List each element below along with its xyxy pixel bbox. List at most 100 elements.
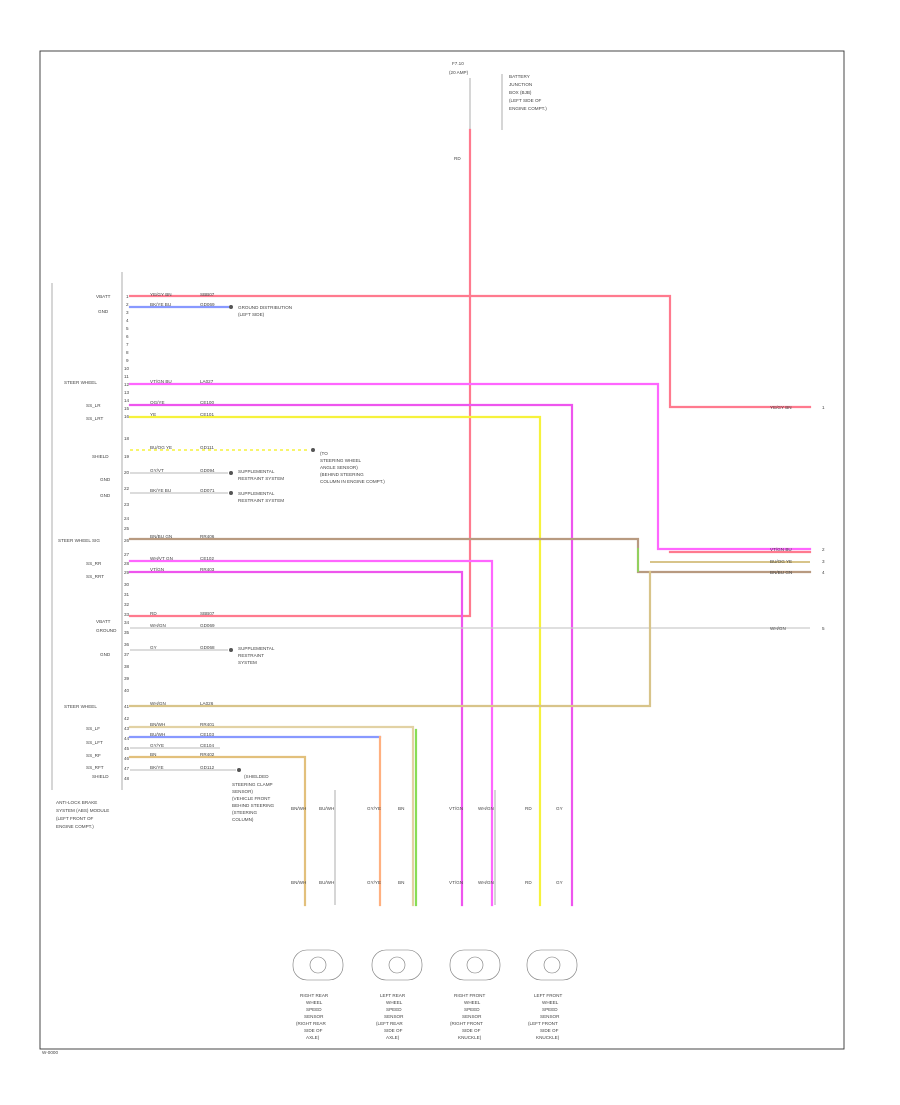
svg-text:SYSTEM: SYSTEM — [238, 660, 257, 665]
svg-text:BK/YE BU: BK/YE BU — [150, 488, 171, 493]
svg-text:GND: GND — [100, 477, 111, 482]
svg-text:41: 41 — [124, 704, 130, 709]
svg-text:24: 24 — [124, 516, 130, 521]
svg-text:KNUCKLE): KNUCKLE) — [536, 1035, 560, 1040]
svg-text:SS_LFT: SS_LFT — [86, 740, 103, 745]
note-bottom: (SHIELDED STEERING CLAMP SENSOR) (VEHICL… — [232, 774, 275, 822]
wire-tan-steer — [128, 570, 652, 708]
fuse-label: (20 AMP) — [449, 70, 469, 75]
svg-text:SBB07: SBB07 — [200, 611, 215, 616]
svg-text:SUPPLEMENTAL: SUPPLEMENTAL — [238, 469, 275, 474]
svg-text:9: 9 — [126, 358, 129, 363]
footer-code: W-0000 — [42, 1050, 58, 1055]
svg-text:CE101: CE101 — [200, 412, 214, 417]
wire-pink-rr — [128, 559, 494, 907]
svg-text:BN/WH: BN/WH — [150, 722, 165, 727]
svg-text:SS_RRT: SS_RRT — [86, 574, 104, 579]
sensor-label-rf: RIGHT FRONT WHEEL SPEED SENSOR (RIGHT FR… — [450, 993, 485, 1040]
svg-text:36: 36 — [124, 642, 130, 647]
svg-text:SIDE OF: SIDE OF — [384, 1028, 403, 1033]
svg-text:3: 3 — [126, 310, 129, 315]
svg-text:GD069: GD069 — [200, 623, 215, 628]
svg-text:VT/GN BU: VT/GN BU — [770, 547, 792, 552]
svg-text:WHEEL: WHEEL — [386, 1000, 403, 1005]
svg-text:1: 1 — [822, 405, 825, 410]
note-ground-a: GROUND DISTRIBUTION (LEFT SIDE) — [238, 305, 292, 317]
svg-text:SPEED: SPEED — [542, 1007, 558, 1012]
svg-text:(RIGHT REAR: (RIGHT REAR — [296, 1021, 326, 1026]
svg-text:14: 14 — [124, 398, 130, 403]
note-ground-b: SUPPLEMENTAL RESTRAINT SYSTEM — [238, 469, 284, 481]
svg-text:GY/YE: GY/YE — [367, 880, 381, 885]
svg-text:BU/WH: BU/WH — [319, 880, 334, 885]
wire-tan-lf — [128, 725, 415, 907]
svg-text:GD094: GD094 — [200, 468, 215, 473]
svg-text:39: 39 — [124, 676, 130, 681]
svg-text:RR406: RR406 — [200, 534, 215, 539]
svg-text:40: 40 — [124, 688, 130, 693]
svg-text:(VEHICLE FRONT: (VEHICLE FRONT — [232, 796, 270, 801]
svg-text:LEFT FRONT: LEFT FRONT — [534, 993, 562, 998]
svg-text:GD111: GD111 — [200, 445, 214, 450]
svg-text:WH/GN: WH/GN — [150, 623, 166, 628]
svg-text:GND: GND — [100, 652, 111, 657]
svg-text:BEHIND STEERING: BEHIND STEERING — [232, 803, 275, 808]
svg-text:STEERING WHEEL: STEERING WHEEL — [320, 458, 362, 463]
svg-text:BK/YE: BK/YE — [150, 765, 164, 770]
svg-text:42: 42 — [124, 716, 130, 721]
svg-text:BU/OG YE: BU/OG YE — [770, 559, 792, 564]
svg-text:(STEERING: (STEERING — [232, 810, 257, 815]
note-ground-c: SUPPLEMENTAL RESTRAINT SYSTEM — [238, 491, 284, 503]
svg-text:ENGINE COMPT.): ENGINE COMPT.) — [56, 824, 94, 829]
sensor-lr — [371, 949, 423, 981]
svg-text:BU/WH: BU/WH — [319, 806, 334, 811]
wire-yellow-lrt — [128, 415, 542, 907]
svg-text:VT/GN: VT/GN — [449, 880, 463, 885]
sensor-label-lf: LEFT FRONT WHEEL SPEED SENSOR (LEFT FRON… — [528, 993, 562, 1040]
wire-red-feed — [128, 128, 472, 618]
ground-b-symbol — [229, 471, 233, 475]
svg-text:RESTRAINT: RESTRAINT — [238, 653, 264, 658]
svg-text:KNUCKLE): KNUCKLE) — [458, 1035, 482, 1040]
svg-text:(RIGHT FRONT: (RIGHT FRONT — [450, 1021, 483, 1026]
svg-text:STEERING CLAMP: STEERING CLAMP — [232, 782, 273, 787]
svg-text:4: 4 — [822, 570, 825, 575]
svg-text:27: 27 — [124, 552, 130, 557]
svg-text:SUPPLEMENTAL: SUPPLEMENTAL — [238, 646, 275, 651]
svg-text:GY/YE: GY/YE — [367, 806, 381, 811]
svg-text:RR403: RR403 — [200, 567, 215, 572]
svg-text:8: 8 — [126, 350, 129, 355]
svg-text:GD069: GD069 — [200, 302, 215, 307]
svg-text:20: 20 — [124, 470, 130, 475]
svg-text:BN/WH: BN/WH — [291, 806, 306, 811]
ground-a-symbol — [229, 305, 233, 309]
svg-text:CE102: CE102 — [200, 556, 214, 561]
svg-text:SENSOR): SENSOR) — [232, 789, 253, 794]
svg-text:35: 35 — [124, 630, 130, 635]
svg-text:VT/GN BU: VT/GN BU — [150, 379, 172, 384]
svg-text:SHIELD: SHIELD — [92, 454, 109, 459]
svg-text:RESTRAINT SYSTEM: RESTRAINT SYSTEM — [238, 498, 284, 503]
svg-text:29: 29 — [124, 570, 130, 575]
svg-text:STEER WHEEL: STEER WHEEL — [64, 704, 97, 709]
svg-text:GY: GY — [556, 806, 563, 811]
svg-text:SBB07: SBB07 — [200, 292, 215, 297]
svg-text:SIDE OF: SIDE OF — [462, 1028, 481, 1033]
svg-text:WH/GN: WH/GN — [478, 806, 494, 811]
svg-text:23: 23 — [124, 502, 130, 507]
svg-text:RR402: RR402 — [200, 752, 215, 757]
svg-text:2: 2 — [126, 302, 129, 307]
svg-text:GY: GY — [556, 880, 563, 885]
svg-text:38: 38 — [124, 664, 130, 669]
svg-text:GROUND DISTRIBUTION: GROUND DISTRIBUTION — [238, 305, 292, 310]
svg-text:2: 2 — [822, 547, 825, 552]
svg-text:SIDE OF: SIDE OF — [304, 1028, 323, 1033]
svg-text:19: 19 — [124, 454, 130, 459]
svg-text:3: 3 — [822, 559, 825, 564]
svg-text:SENSOR: SENSOR — [540, 1014, 560, 1019]
svg-text:GY/VT: GY/VT — [150, 468, 164, 473]
svg-text:ENGINE COMPT.): ENGINE COMPT.) — [509, 106, 547, 111]
svg-text:CE103: CE103 — [200, 732, 214, 737]
wire-pink-steer — [128, 382, 812, 551]
